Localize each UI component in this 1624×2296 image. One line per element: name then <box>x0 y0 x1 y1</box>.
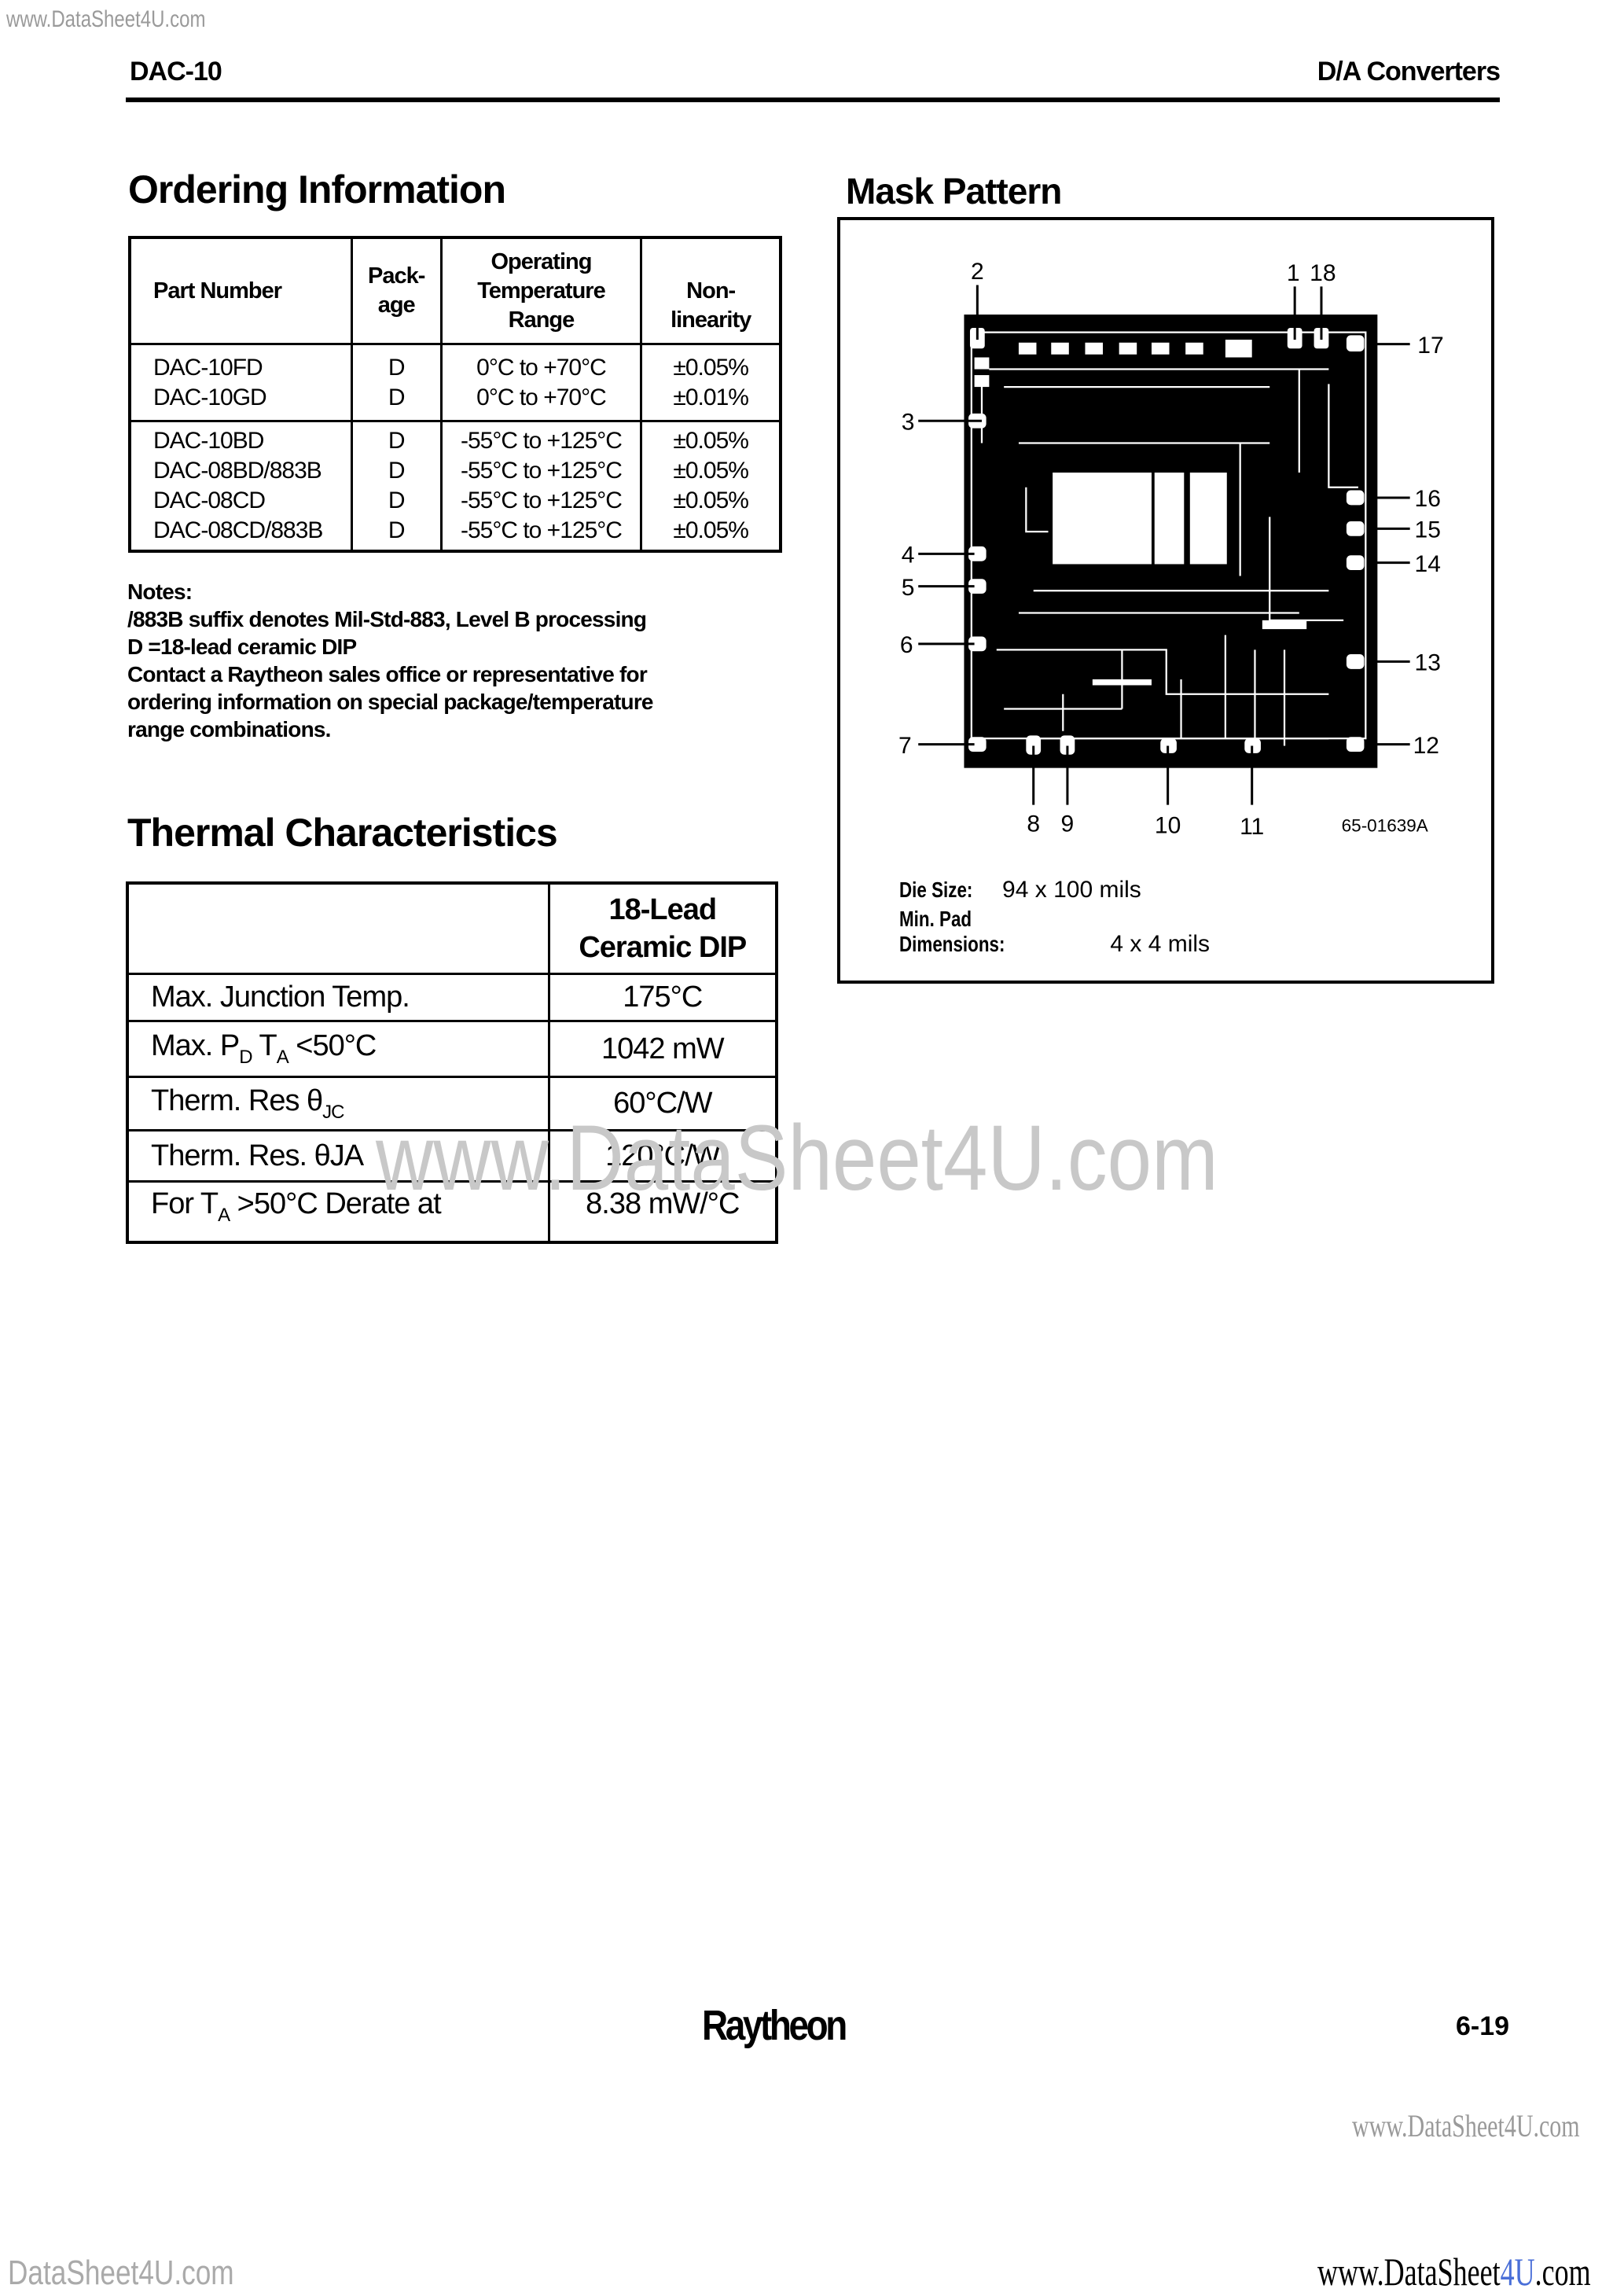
row-value: 175°C <box>547 973 778 1022</box>
row-value: 60°C/W <box>547 1076 778 1131</box>
raytheon-logo: Raytheon <box>702 2002 847 2049</box>
figure-code: 65-01639A <box>1342 815 1428 835</box>
nonlinearity-cell: ±0.05%±0.05%±0.05%±0.05% <box>640 420 782 553</box>
pin-label-2: 2 <box>971 259 984 285</box>
row-value: 8.38 mW/°C <box>547 1180 778 1243</box>
pin-leader-lines <box>918 285 1410 805</box>
note-line: Contact a Raytheon sales office or repre… <box>127 662 648 686</box>
table-row: Max. PD TA <50°C 1042 mW <box>126 1020 778 1078</box>
note-line: ordering information on special package/… <box>127 690 654 714</box>
pin-label-9: 9 <box>1061 811 1075 837</box>
pad-size-label: Min. Pad Dimensions: <box>899 907 1005 956</box>
pin-label-18: 18 <box>1310 260 1336 286</box>
watermark-top-left: www.DataSheet4U.com <box>6 6 206 32</box>
die-size-label: Die Size: <box>899 878 973 902</box>
pin-label-12: 12 <box>1413 733 1439 759</box>
pin-label-16: 16 <box>1414 486 1440 512</box>
note-line: /883B suffix denotes Mil-Std-883, Level … <box>127 607 647 631</box>
pin-label-10: 10 <box>1155 812 1181 838</box>
pin-label-17: 17 <box>1417 333 1443 359</box>
row-label: Therm. Res. θJA <box>126 1129 550 1183</box>
pin-label-8: 8 <box>1027 811 1040 837</box>
table-row: Therm. Res. θJA 120°C/W <box>126 1129 778 1183</box>
row-value: 120°C/W <box>547 1129 778 1183</box>
pin-label-7: 7 <box>898 733 912 759</box>
note-line: D =18-lead ceramic DIP <box>127 635 357 659</box>
table-row: For TA >50°C Derate at 8.38 mW/°C <box>126 1180 778 1243</box>
mask-title: Mask Pattern <box>846 171 1062 212</box>
row-label: Therm. Res θJC <box>126 1076 550 1131</box>
pad-size-line: Min. Pad Dimensions: 4 x 4 mils <box>899 907 1210 958</box>
header-rule <box>126 98 1500 102</box>
pin-label-15: 15 <box>1414 517 1440 543</box>
table-row: Therm. Res θJC 60°C/W <box>126 1076 778 1131</box>
pin-label-3: 3 <box>902 410 915 436</box>
ordering-title: Ordering Information <box>128 167 506 212</box>
row-label: Max. PD TA <50°C <box>126 1020 550 1078</box>
pin-label-11: 11 <box>1240 814 1264 840</box>
mask-pattern-box <box>837 217 1494 984</box>
pin-label-5: 5 <box>902 575 915 601</box>
col-part-number: Part Number <box>128 236 353 345</box>
col-package: Pack-age <box>350 236 443 345</box>
notes-heading: Notes: <box>127 580 193 604</box>
col-nonlinearity: Non-linearity <box>640 236 782 345</box>
temp-cell: -55°C to +125°C-55°C to +125°C-55°C to +… <box>439 420 643 553</box>
table-row: Max. Junction Temp. 175°C <box>126 973 778 1022</box>
die-size-line: Die Size: 94 x 100 mils <box>899 877 1141 903</box>
ordering-notes: Notes: /883B suffix denotes Mil-Std-883,… <box>127 578 725 743</box>
row-value: 1042 mW <box>547 1020 778 1078</box>
pad-size-value: 4 x 4 mils <box>1110 931 1211 957</box>
watermark-bottom-right[interactable]: www.DataSheet4U.com <box>1317 2250 1591 2294</box>
die-size-value: 94 x 100 mils <box>1002 877 1141 903</box>
pin-labels: 1 2 3 4 5 6 7 8 9 10 11 12 13 14 15 16 1… <box>898 259 1444 840</box>
pin-label-14: 14 <box>1414 551 1440 577</box>
bond-pads <box>968 327 1365 755</box>
header-section: D/A Converters <box>1317 57 1501 86</box>
empty-header-cell <box>126 881 550 975</box>
row-label: Max. Junction Temp. <box>126 973 550 1022</box>
watermark-center: www.DataSheet4U.com <box>376 1106 1218 1210</box>
note-line: range combinations. <box>127 717 331 741</box>
watermark-bottom-left: DataSheet4U.com <box>8 2254 234 2292</box>
pin-label-4: 4 <box>902 543 915 568</box>
header-part-number: DAC-10 <box>130 57 222 86</box>
pin-label-1: 1 <box>1287 260 1300 286</box>
watermark-bottom-right-gray: www.DataSheet4U.com <box>1352 2108 1580 2143</box>
thermal-title: Thermal Characteristics <box>127 811 558 855</box>
die-image <box>964 315 1378 768</box>
row-label: For TA >50°C Derate at <box>126 1180 550 1243</box>
page-number: 6-19 <box>1456 2011 1510 2041</box>
pin-label-6: 6 <box>900 632 913 658</box>
pin-label-13: 13 <box>1414 650 1440 676</box>
nonlinearity-cell: ±0.05%±0.01% <box>640 343 782 422</box>
